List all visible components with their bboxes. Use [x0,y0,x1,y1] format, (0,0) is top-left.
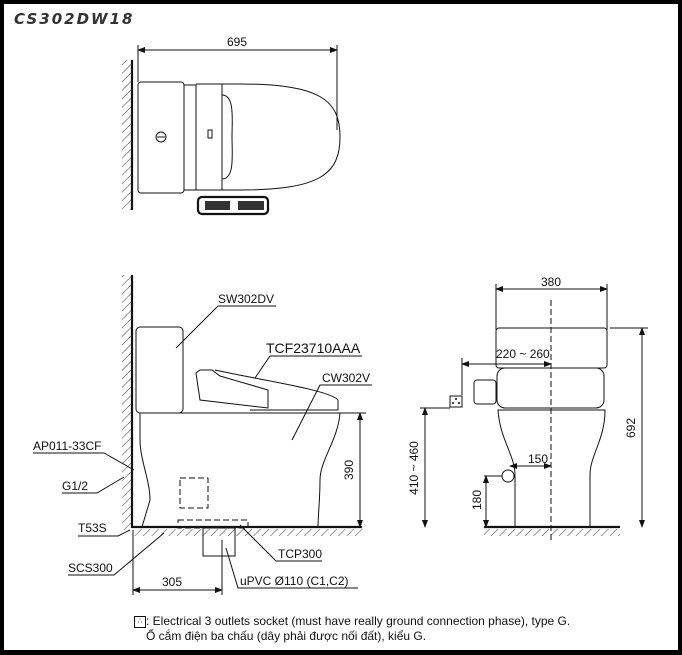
drain-pipe [202,527,236,557]
dim-length: 695 [227,35,247,49]
dim-width: 380 [541,275,561,289]
model-title: CS302DW18 [14,10,135,28]
dim-socket-height: 410 ~ 460 [407,441,421,495]
dim-rough-in: 305 [162,575,182,589]
note-english: : Electrical 3 outlets socket (must have… [146,614,571,628]
socket-icon: ∴ [134,615,146,628]
label-bowl: CW302V [322,371,370,385]
socket-icon [449,395,463,408]
footnote: ∴: Electrical 3 outlets socket (must hav… [134,614,570,644]
label-seat: TCF23710AAA [266,340,361,356]
dim-height-390: 390 [342,460,356,480]
side-view: 390 305 SW302DV TCF23710AAA CW302V AP011… [33,275,372,595]
washlet-seat [195,369,269,409]
front-view: 380 692 220 ~ 260 410 ~ 460 180 150 [407,275,648,540]
dim-inlet-height: 180 [470,490,484,510]
label-inlet: G1/2 [62,479,88,493]
label-valve: AP011-33CF [33,439,101,453]
top-view: 695 [122,35,341,216]
seat-outline [215,83,341,191]
note-vietnamese: Ổ cắm điện ba chấu (dây phải được nối đấ… [146,629,427,643]
remote-control-panel [196,195,270,216]
label-tank: SW302DV [218,292,274,306]
flush-button-icon [155,131,167,143]
wall-hatch [122,60,131,210]
label-pipe: uPVC Ø110 (C1,C2) [240,574,349,588]
label-flange-seal: SCS300 [68,561,113,575]
dim-socket-offset: 220 ~ 260 [496,347,550,361]
dim-total-height: 692 [624,418,638,438]
tank-side [135,326,184,414]
water-inlet [501,469,515,483]
label-trap: TCP300 [278,547,322,561]
label-hose: T53S [78,521,107,535]
dim-inlet-offset: 150 [528,452,548,466]
